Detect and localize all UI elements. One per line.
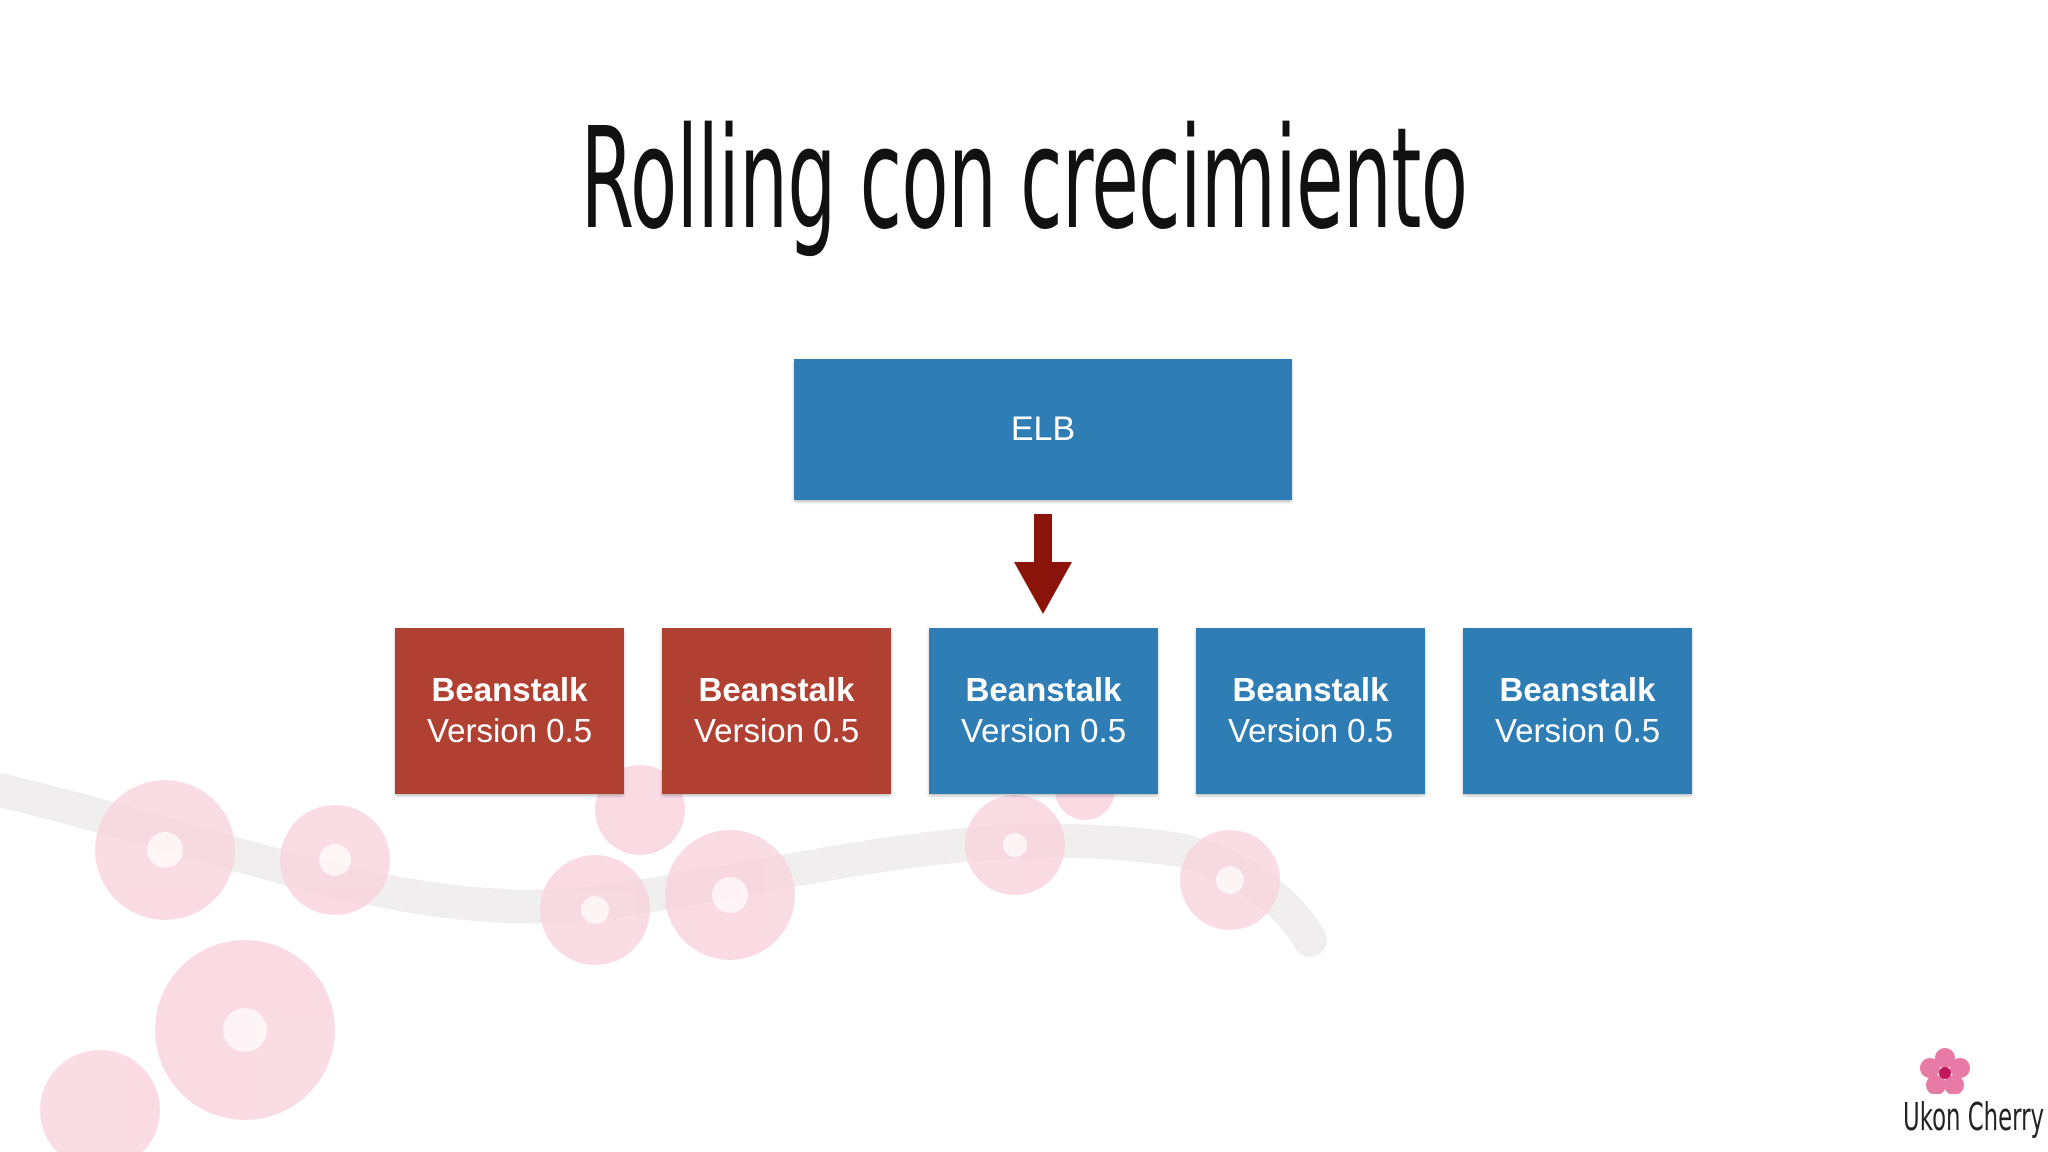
instance-name: Beanstalk — [1232, 671, 1389, 708]
instance-name: Beanstalk — [965, 671, 1122, 708]
cherry-blossom-icon — [1920, 1048, 1970, 1095]
instance-name: Beanstalk — [1499, 671, 1656, 708]
elb-box: ELB — [794, 359, 1292, 500]
instance-version: Version 0.5 — [693, 712, 860, 749]
instance-box-1: Beanstalk Version 0.5 — [395, 628, 624, 794]
instance-box-3: Beanstalk Version 0.5 — [929, 628, 1158, 794]
instance-name: Beanstalk — [431, 671, 588, 708]
instance-version: Version 0.5 — [960, 712, 1127, 749]
elb-label: ELB — [1010, 410, 1076, 448]
logo-text: Ukon Cherry — [1903, 1095, 2044, 1139]
instance-version: Version 0.5 — [1494, 712, 1661, 749]
slide-title: Rolling con crecimiento — [580, 98, 1468, 261]
down-arrow-icon — [1014, 514, 1072, 614]
instance-box-4: Beanstalk Version 0.5 — [1196, 628, 1425, 794]
instance-version: Version 0.5 — [426, 712, 593, 749]
instance-version: Version 0.5 — [1227, 712, 1394, 749]
instance-box-5: Beanstalk Version 0.5 — [1463, 628, 1692, 794]
instance-box-2: Beanstalk Version 0.5 — [662, 628, 891, 794]
instance-name: Beanstalk — [698, 671, 855, 708]
ukon-cherry-logo: Ukon Cherry — [1875, 1048, 2044, 1139]
